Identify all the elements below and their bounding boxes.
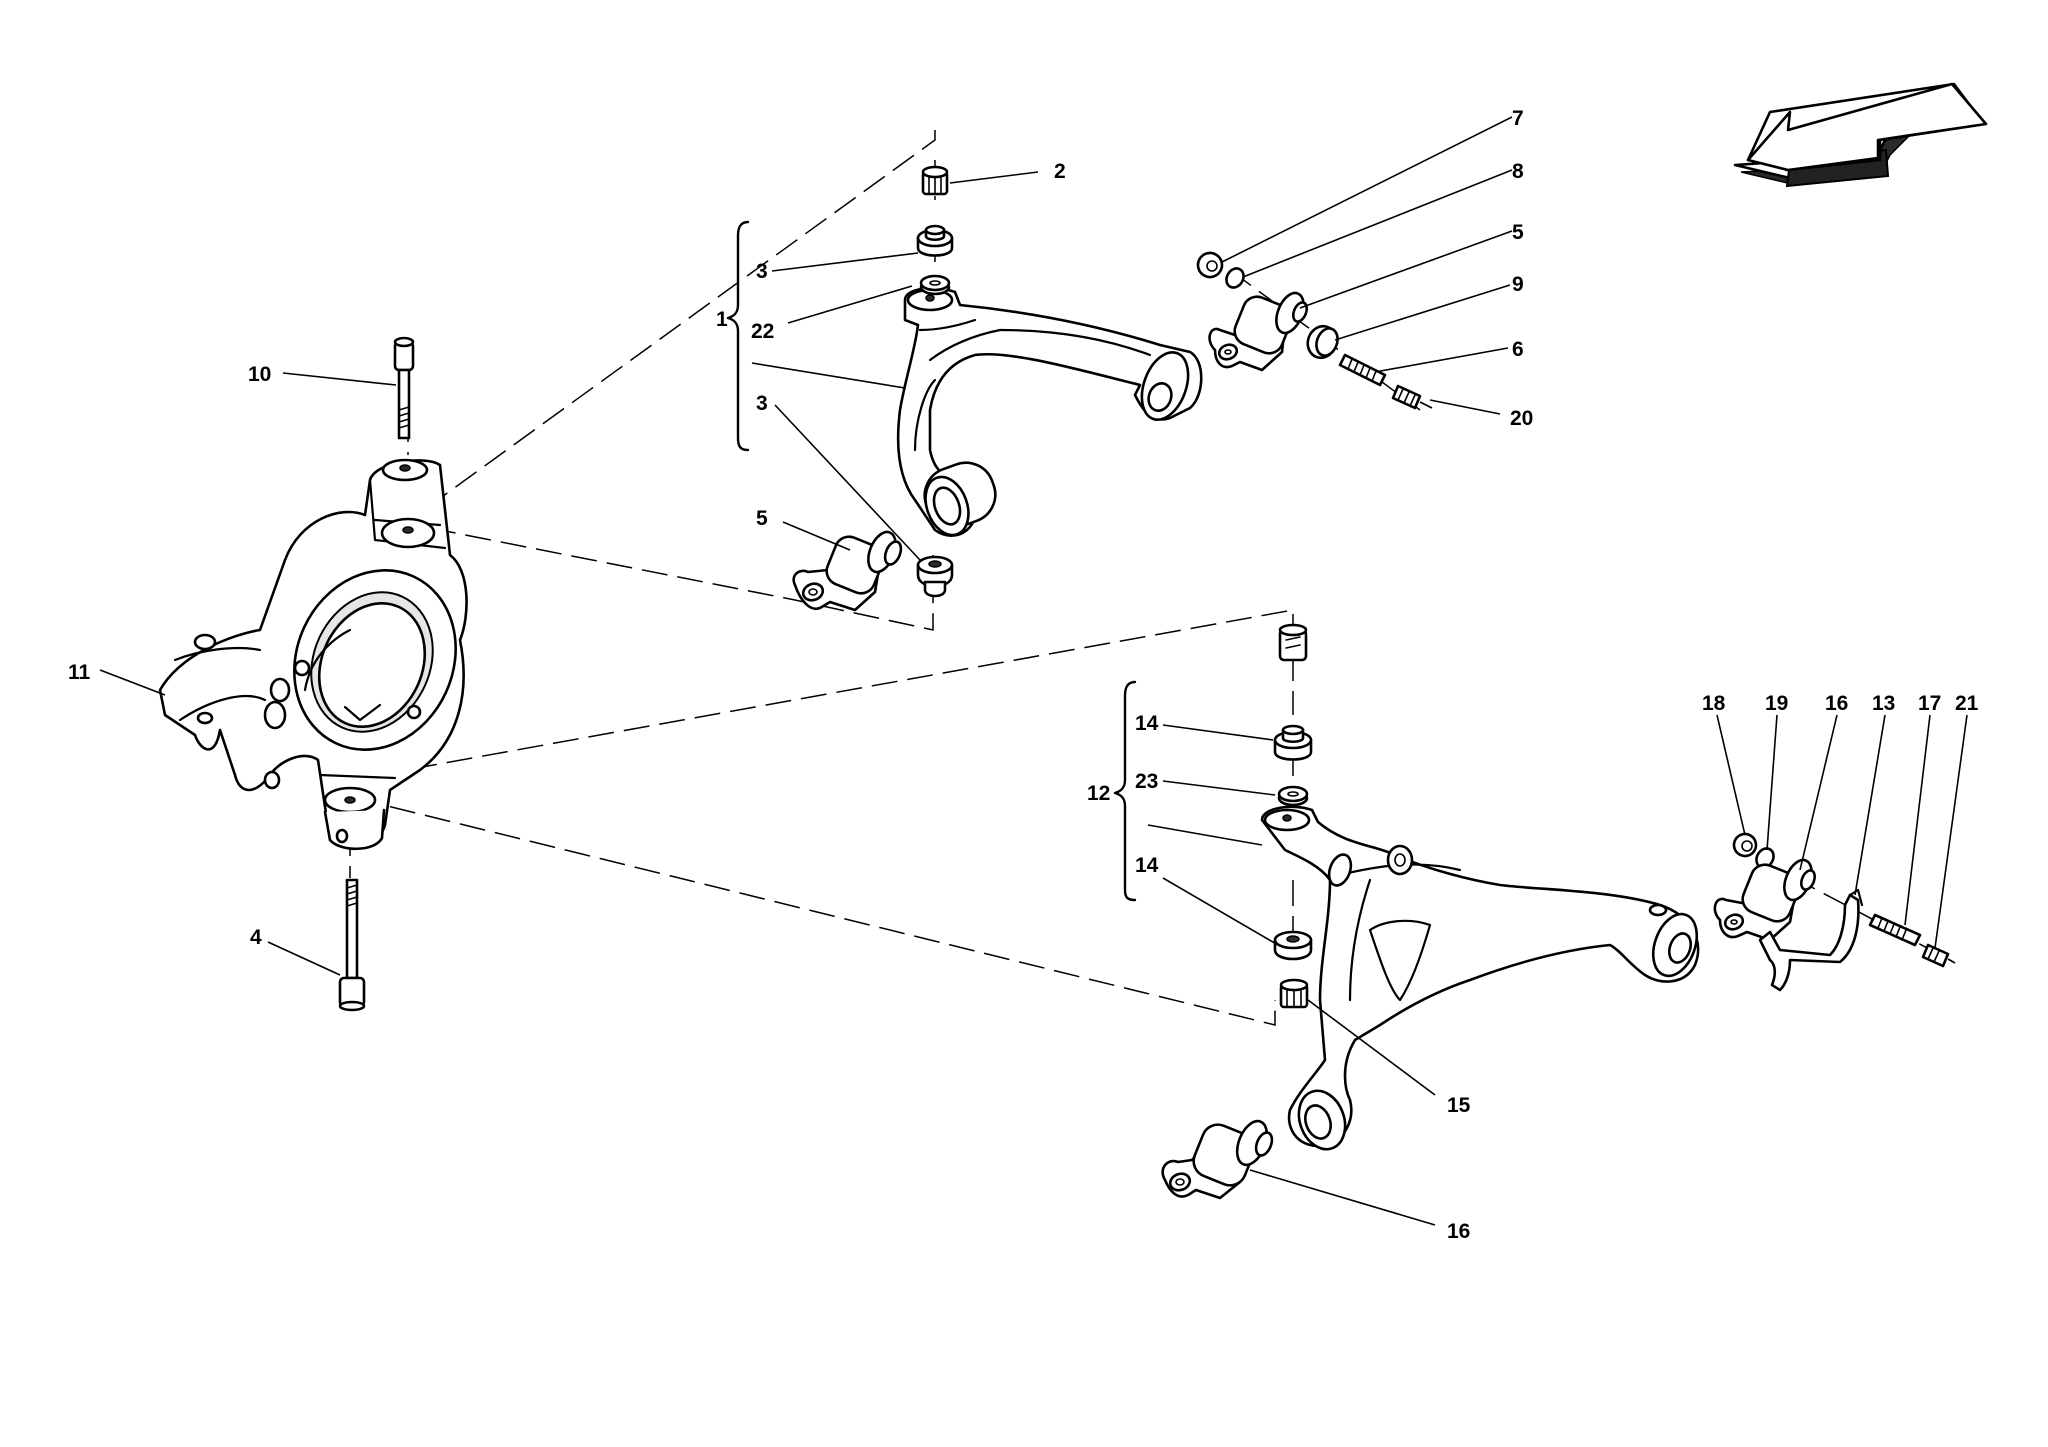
bracket-13 xyxy=(1758,888,1864,992)
leader-lines xyxy=(99,116,1968,1226)
washer-23 xyxy=(1277,785,1309,807)
brace-group-1 xyxy=(726,220,750,452)
callout-19: 19 xyxy=(1765,692,1788,715)
upper-wishbone xyxy=(896,286,1203,537)
bolt-4 xyxy=(338,878,366,1012)
stud-6 xyxy=(1338,353,1387,387)
brace-group-12 xyxy=(1113,680,1137,902)
callout-1: 1 xyxy=(716,308,728,331)
stud-17 xyxy=(1868,913,1922,947)
callout-23: 23 xyxy=(1135,770,1158,793)
bolt-10 xyxy=(393,336,415,440)
callout-18: 18 xyxy=(1702,692,1726,715)
callout-9: 9 xyxy=(1512,273,1524,296)
callout-6: 6 xyxy=(1512,338,1524,361)
nut-15 xyxy=(1279,978,1309,1009)
nut-2 xyxy=(921,165,949,196)
callout-5b: 5 xyxy=(1512,221,1524,244)
bushing-16-rear xyxy=(1713,858,1817,942)
grub-screw-21 xyxy=(1921,943,1956,968)
grub-screw-20 xyxy=(1391,384,1433,410)
callout-11: 11 xyxy=(68,661,91,684)
callout-2: 2 xyxy=(1054,160,1066,183)
callout-16b: 16 xyxy=(1825,692,1848,715)
callout-14b: 14 xyxy=(1135,854,1159,877)
callout-16a: 16 xyxy=(1447,1220,1470,1243)
bush-14-upper xyxy=(1273,724,1313,761)
callout-5a: 5 xyxy=(756,507,768,530)
nut-18 xyxy=(1732,832,1758,858)
callout-13: 13 xyxy=(1872,692,1895,715)
callout-15: 15 xyxy=(1447,1094,1471,1117)
callout-22: 22 xyxy=(751,320,774,343)
callout-8: 8 xyxy=(1512,160,1524,183)
direction-arrow xyxy=(1746,82,1988,188)
nut-7 xyxy=(1196,251,1224,279)
washer-8 xyxy=(1225,267,1245,289)
callout-7: 7 xyxy=(1512,107,1524,130)
bush-3-upper xyxy=(916,224,954,257)
callout-labels: 1 2 3 22 3 5 7 8 5 9 6 20 10 11 4 12 14 … xyxy=(68,107,1979,1243)
lower-wishbone xyxy=(1260,805,1700,1151)
bushing-5-left xyxy=(792,530,903,612)
bolt-lower-top xyxy=(1278,623,1308,662)
callout-10: 10 xyxy=(248,363,271,386)
callout-3a: 3 xyxy=(756,260,768,283)
bush-3-lower xyxy=(916,555,954,598)
callout-3b: 3 xyxy=(756,392,768,415)
bush-14-lower xyxy=(1273,930,1313,961)
washer-9 xyxy=(1306,324,1339,360)
callout-21: 21 xyxy=(1955,692,1979,715)
callout-14a: 14 xyxy=(1135,712,1159,735)
callout-12: 12 xyxy=(1087,782,1110,805)
callout-17: 17 xyxy=(1918,692,1941,715)
callout-4: 4 xyxy=(250,926,262,949)
bushing-16-lower xyxy=(1161,1119,1274,1200)
callout-20: 20 xyxy=(1510,407,1533,430)
hub-carrier xyxy=(158,458,468,851)
bushing-5-right xyxy=(1208,291,1309,372)
washer-22 xyxy=(919,274,951,296)
